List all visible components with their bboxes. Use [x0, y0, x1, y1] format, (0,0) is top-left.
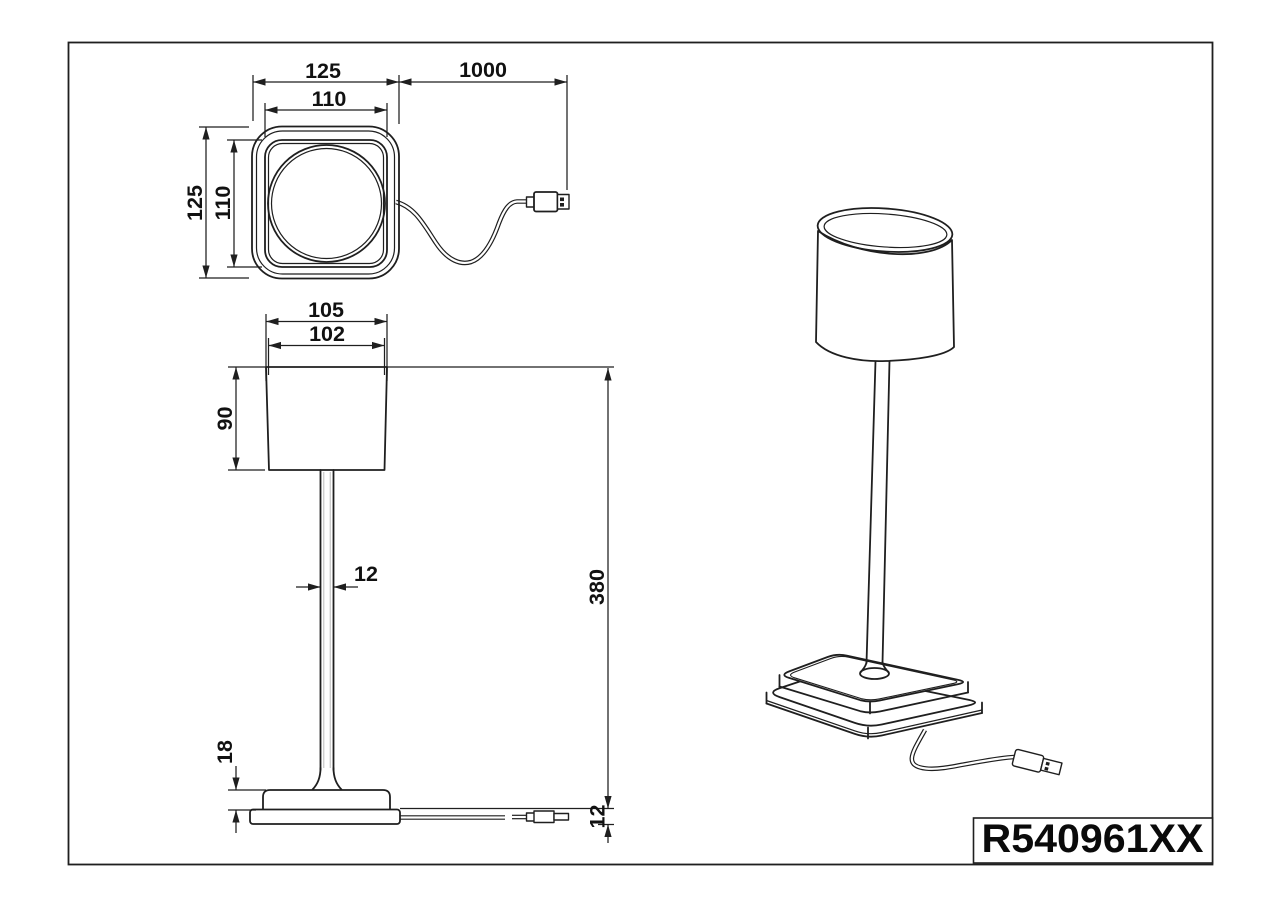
front-lamp-outline: [249, 366, 401, 825]
plate-chamfer-line: [765, 699, 983, 735]
cable-perspective-core: [910, 729, 1021, 770]
title-block: R540961XX: [972, 817, 1214, 864]
usb-contact-hole-2: [560, 203, 564, 207]
part-number: R540961XX: [982, 817, 1204, 861]
perspective-view-lamp: [765, 207, 1063, 776]
dim-text-outer-depth: 125: [183, 185, 207, 221]
dim-text-outer-width: 125: [305, 59, 341, 83]
shade-front: [265, 366, 388, 471]
base-outer-edge: [251, 125, 400, 280]
drawing-frame: [67, 41, 1214, 866]
plate-bottom-edge: [765, 702, 983, 738]
dim-text-base-height: 18: [213, 740, 237, 764]
usb-cable-perspective: [909, 728, 1063, 776]
usb-plug-body: [533, 191, 559, 213]
usb-plug-front-view: [525, 810, 570, 824]
usb-cable-front-view: [400, 810, 570, 824]
front-view-lamp: 105 102 90 12 380 18 12: [213, 298, 614, 843]
stem-foot-base: [859, 667, 890, 680]
dim-text-plate-height: 12: [586, 805, 610, 829]
dim-text-inner-depth: 110: [211, 186, 235, 221]
usb-plug-contact-3d: [1039, 757, 1063, 776]
usb-plug-contact-side: [553, 812, 570, 821]
base-block-front: [262, 789, 391, 810]
usb-cable-top-view: [395, 191, 570, 266]
base-plate-front: [249, 808, 401, 825]
block-top-face-inner-line: [789, 655, 958, 701]
usb-plug-top-view: [525, 191, 570, 213]
shade-top-rim-inner: [823, 212, 948, 249]
dim-text-body-height: 380: [585, 569, 609, 605]
charging-circle-inner: [270, 147, 383, 260]
stem-foot-flare: [311, 767, 343, 791]
shade-body-3d: [815, 230, 955, 363]
dim-text-shade-top: 105: [308, 298, 344, 322]
cable-curve-core: [395, 200, 528, 264]
usb-contact-hole-3d-1: [1045, 761, 1050, 766]
dim-text-inner-width: 110: [312, 87, 347, 111]
base-outer-inner-line: [255, 130, 396, 275]
stem-foot-flare-3d: [859, 661, 890, 674]
block-bottom-edge: [778, 685, 969, 714]
usb-contact-hole-3d-2: [1044, 766, 1049, 771]
stem-perspective: [859, 360, 891, 680]
dim-text-stem-diameter: 12: [354, 562, 378, 586]
base-top-recess: [264, 139, 388, 268]
top-view-dimensions: 125 1000 110 125 110: [183, 58, 568, 279]
shade-perspective: [815, 207, 955, 363]
usb-plug-perspective: [1011, 748, 1063, 776]
charging-circle-outer: [267, 144, 386, 263]
stem-right-3d: [881, 360, 891, 664]
drawing-border: [67, 41, 1214, 866]
usb-plug-body-side: [533, 810, 555, 824]
usb-contact-hole-1: [560, 197, 564, 202]
front-view-dimensions: 105 102 90 12 380 18 12: [213, 298, 614, 843]
usb-plug-contact: [556, 193, 570, 210]
dim-text-shade-bottom: 102: [309, 322, 345, 346]
shade-top-rim-outer: [816, 207, 954, 253]
stem-left-3d: [865, 360, 877, 664]
top-view-base: 125 1000 110 125 110: [183, 58, 570, 280]
title-block-box: [972, 817, 1214, 864]
base-top-outline: [251, 125, 400, 280]
dim-text-cable-length: 1000: [459, 58, 507, 82]
dim-text-shade-height: 90: [213, 407, 237, 431]
